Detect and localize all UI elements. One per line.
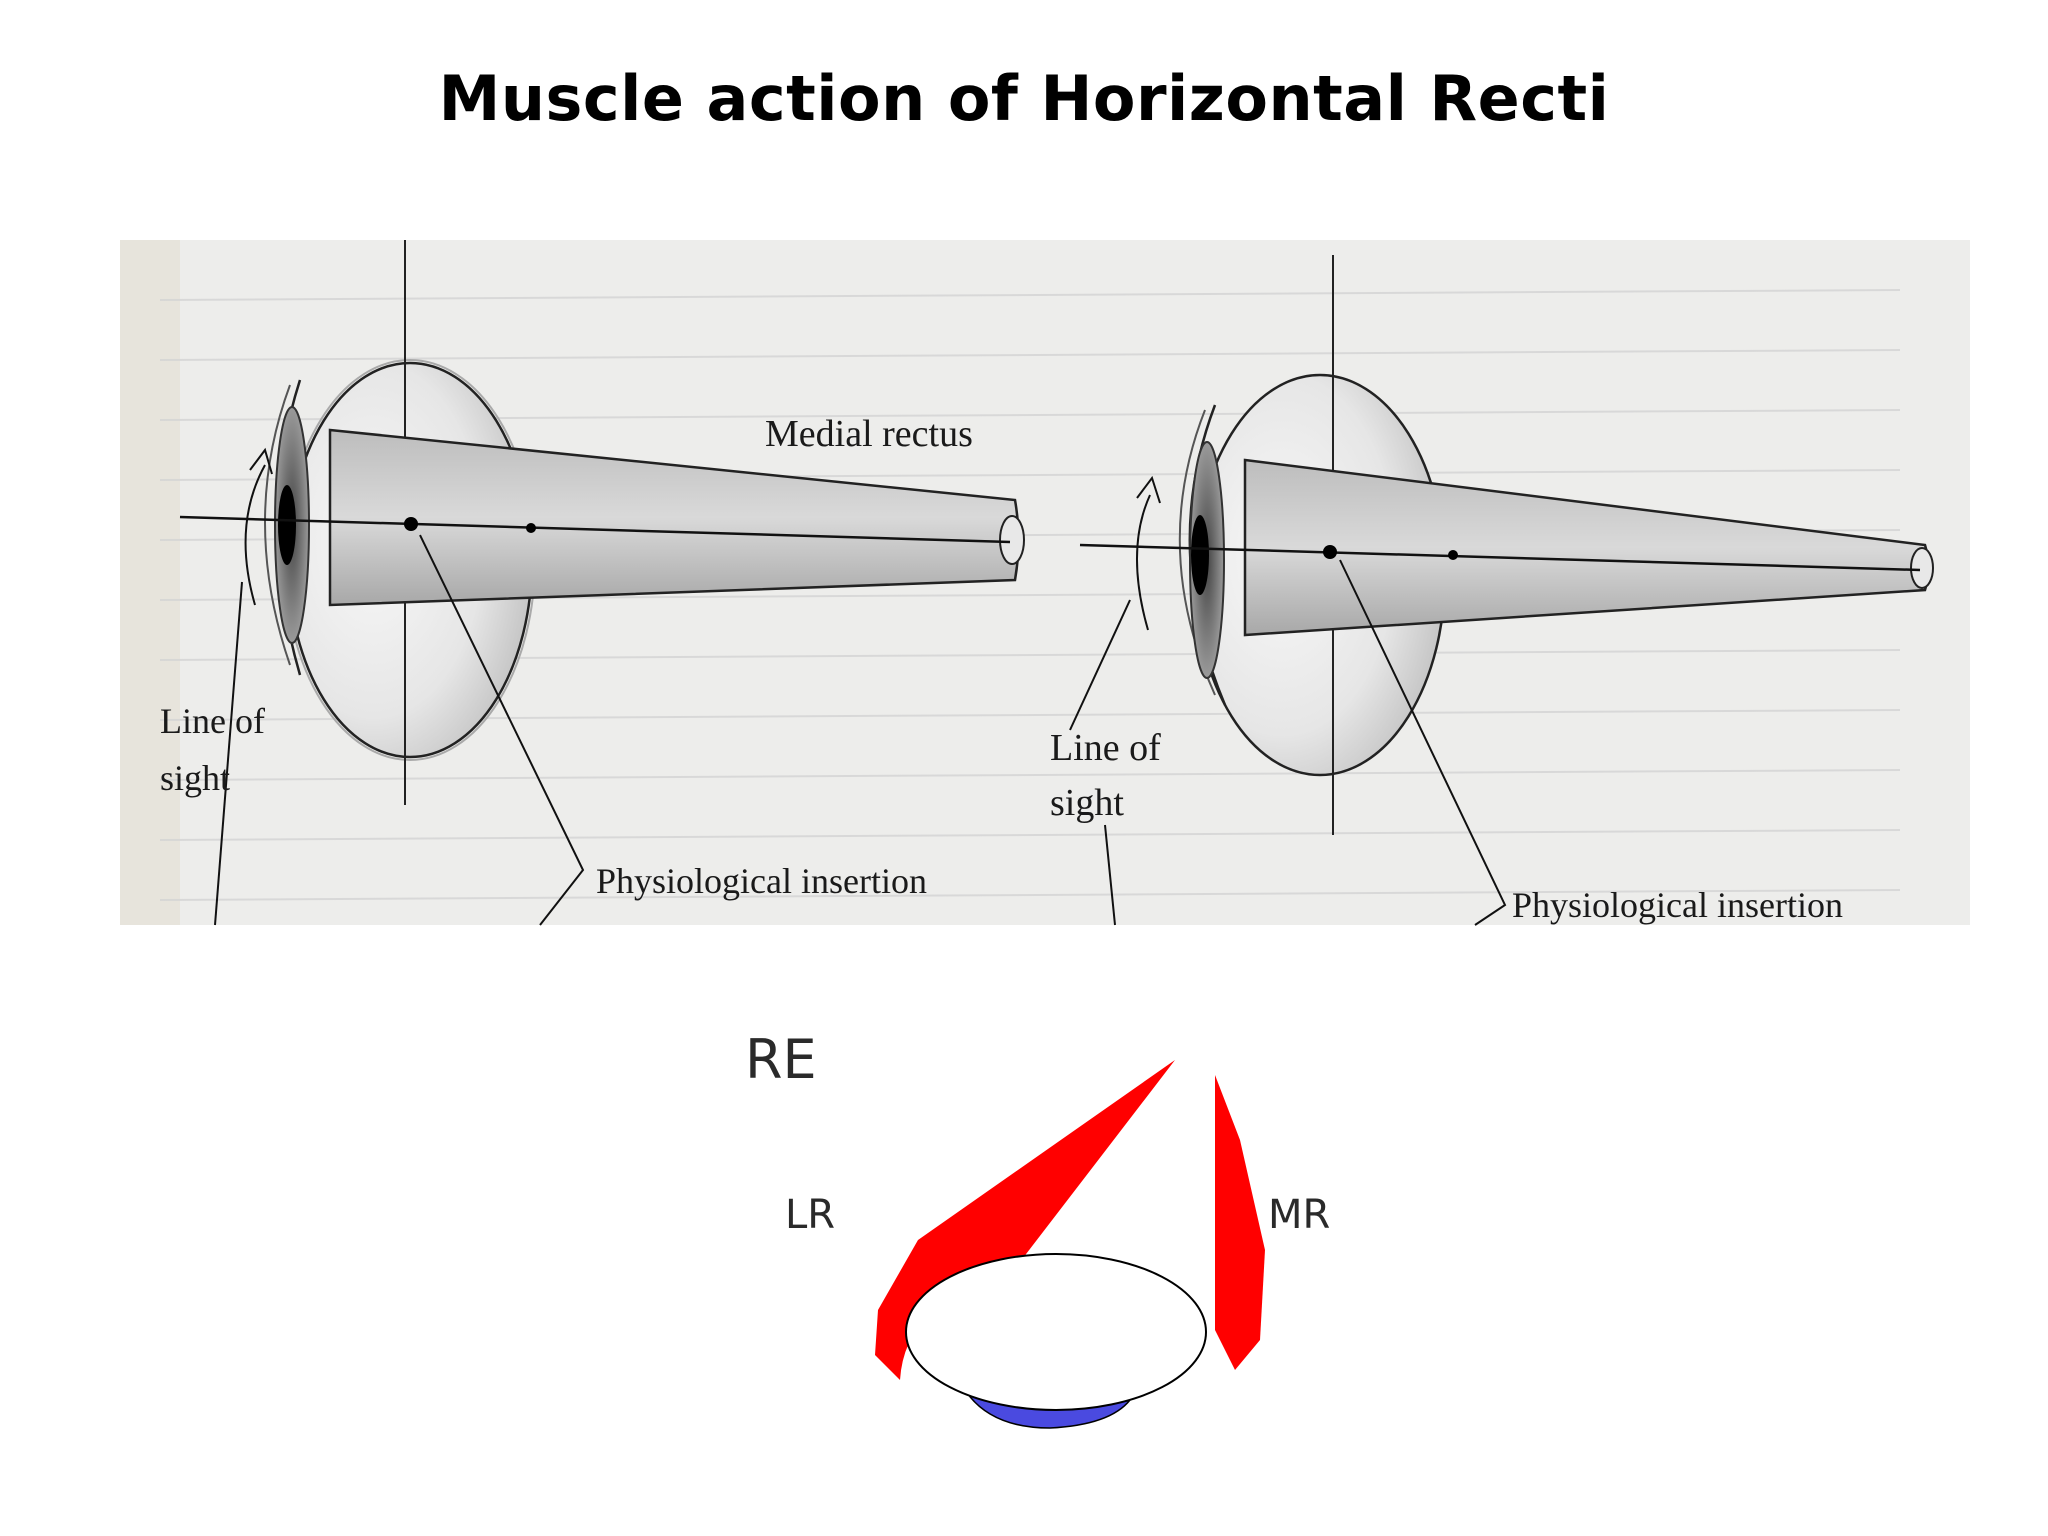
lr-label: LR [785,1192,835,1238]
right-line-of-sight-label-2: sight [1050,782,1124,824]
globe-outline [905,1253,1207,1411]
right-line-of-sight-label-1: Line of [1050,727,1161,769]
medial-rectus-label: Medial rectus [765,413,973,455]
left-eye-diagram: Medial rectus Line of sight Physiologica… [160,240,1025,926]
scan-page-edge [120,240,180,925]
re-label: RE [745,1028,817,1091]
left-insertion-dot [404,517,418,531]
left-rotation-arrow [244,464,266,606]
right-muscle-origin [1910,547,1934,589]
left-arrowhead [249,447,273,475]
right-sight-pointer-lower [1104,824,1116,926]
right-pupil [1191,515,1209,595]
left-line-of-sight [179,515,1011,544]
left-insertion-label: Physiological insertion [596,861,927,901]
right-rotation-arrow [1136,494,1151,631]
left-insertion-pointer [419,534,585,926]
left-muscle-origin [999,515,1025,565]
mr-label: MR [1268,1192,1330,1238]
right-sight-pointer [1069,599,1131,731]
right-arrowhead [1136,475,1161,504]
left-line-of-sight-label-1: Line of [160,701,265,741]
schematic-diagram: RE LR MR [745,1028,1330,1429]
right-back-dot [1448,550,1458,560]
lateral-rectus-muscle [875,1060,1175,1380]
anatomy-figure: Medial rectus Line of sight Physiologica… [120,240,1970,926]
left-cornea-outer [264,384,291,666]
left-back-dot [526,523,536,533]
left-sight-pointer [214,581,243,926]
left-pupil [278,485,296,565]
right-insertion-dot [1323,545,1337,559]
right-eye-diagram: Line of sight Physiological insertion [1050,255,1934,926]
left-line-of-sight-label-2: sight [160,758,230,798]
medial-rectus-muscle [1215,1075,1265,1370]
slide-title: Muscle action of Horizontal Recti [438,62,1610,135]
right-insertion-label: Physiological insertion [1512,885,1843,925]
right-line-of-sight [1079,543,1921,572]
right-insertion-pointer [1339,559,1507,926]
